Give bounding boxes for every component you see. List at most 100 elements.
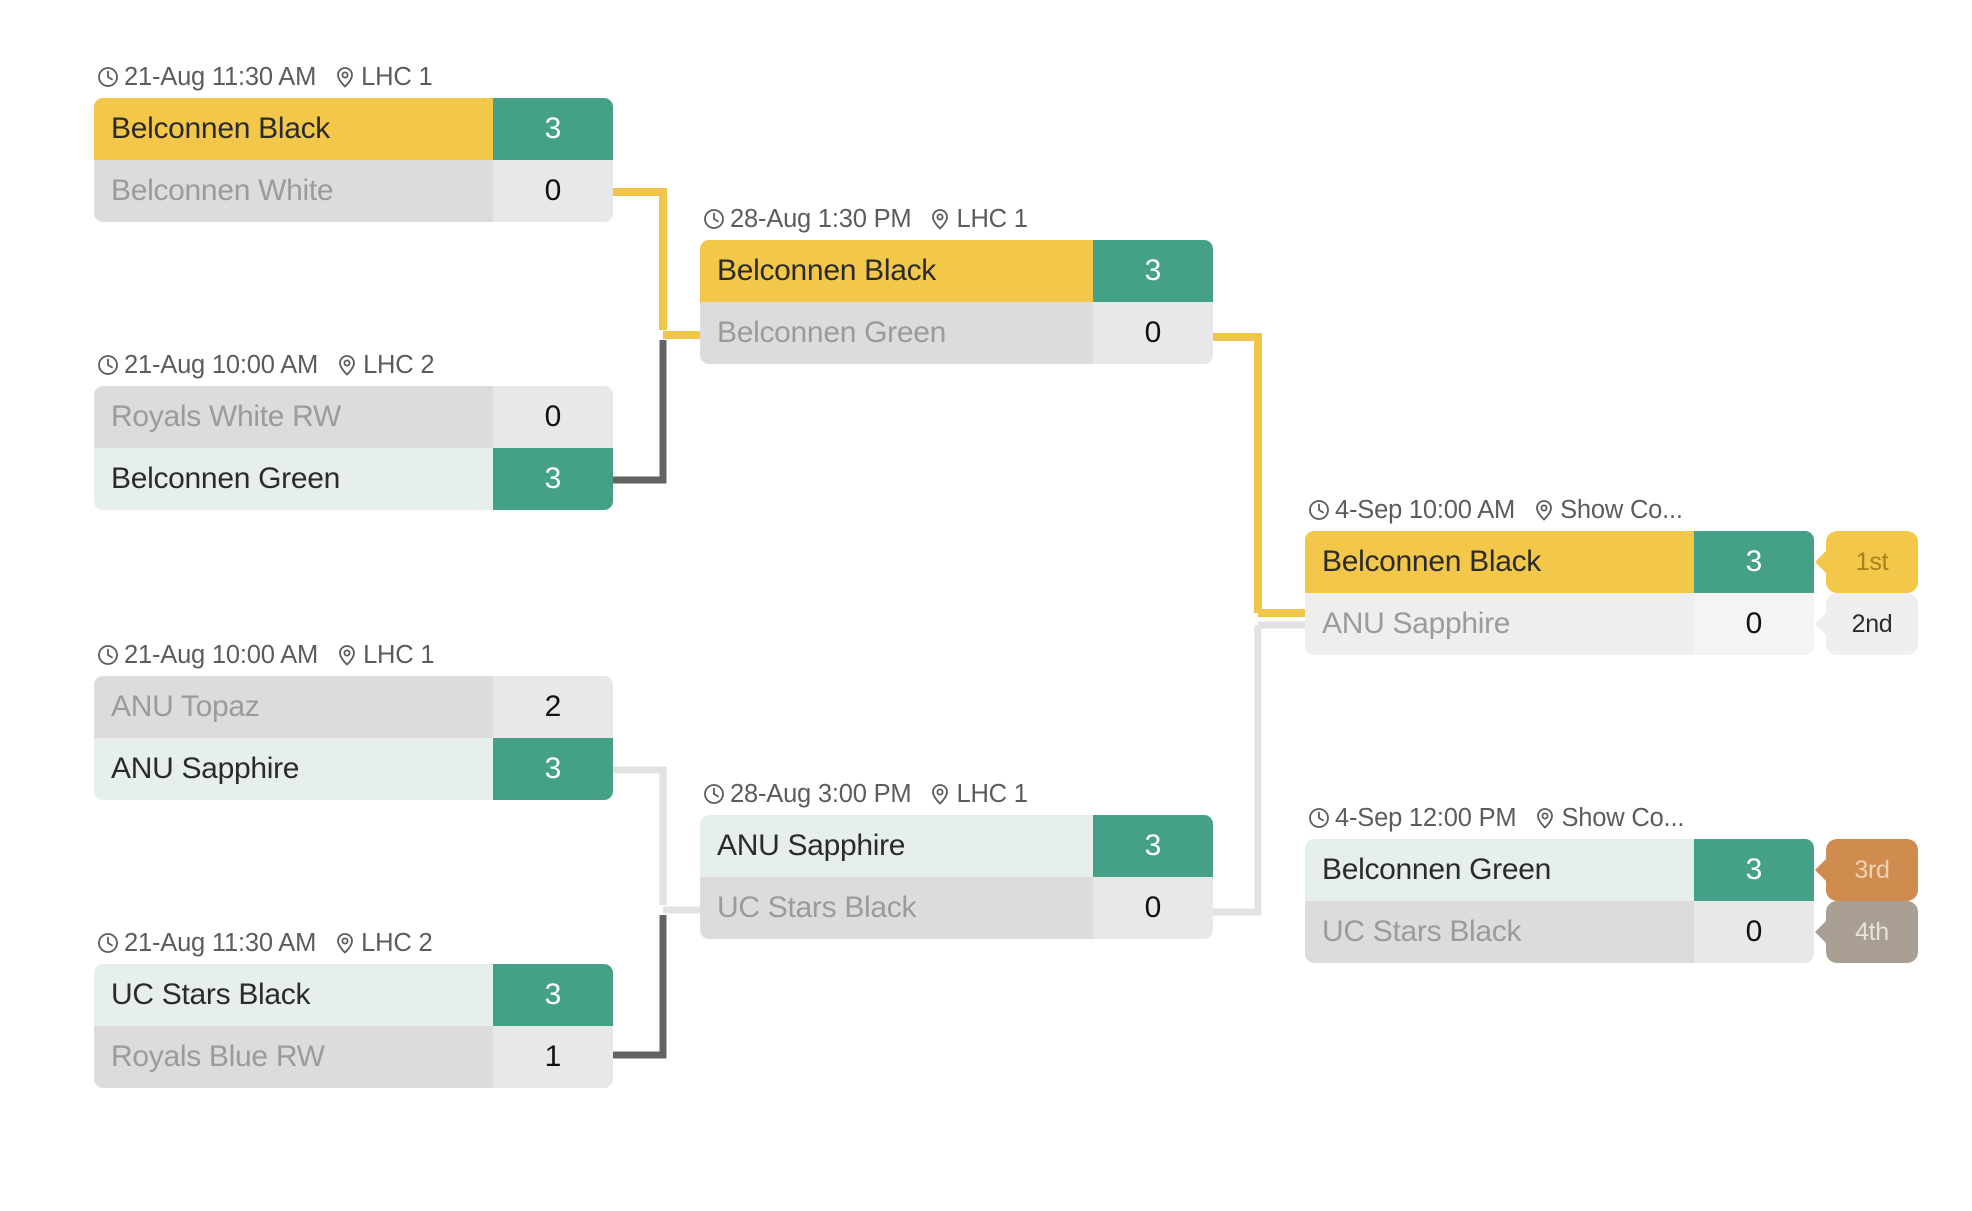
match-rows: ANU Sapphire 3 UC Stars Black 0 bbox=[700, 815, 1213, 939]
team-name: UC Stars Black bbox=[700, 877, 1093, 939]
match-row[interactable]: Royals White RW 0 bbox=[94, 386, 613, 448]
team-score: 0 bbox=[493, 386, 613, 448]
match-card-r2m1[interactable]: 28-Aug 1:30 PM LHC 1 Belconnen Black 3 B… bbox=[700, 204, 1213, 364]
team-score: 3 bbox=[1694, 531, 1814, 593]
match-card-r1m3[interactable]: 21-Aug 10:00 AM LHC 1 ANU Topaz 2 ANU Sa… bbox=[94, 640, 613, 800]
match-venue-group: LHC 1 bbox=[333, 62, 433, 92]
team-score: 3 bbox=[493, 448, 613, 510]
match-venue-group: LHC 1 bbox=[928, 780, 1028, 809]
team-score: 3 bbox=[1093, 240, 1213, 302]
place-badge-label: 3rd bbox=[1854, 855, 1890, 884]
match-row[interactable]: Royals Blue RW 1 bbox=[94, 1026, 613, 1088]
clock-icon bbox=[96, 643, 120, 667]
match-row[interactable]: Belconnen Black 3 bbox=[700, 240, 1213, 302]
match-datetime: 21-Aug 10:00 AM bbox=[124, 350, 319, 379]
team-name: Royals White RW bbox=[94, 386, 493, 448]
match-row[interactable]: Belconnen Green 0 bbox=[700, 302, 1213, 364]
team-name: UC Stars Black bbox=[1305, 901, 1694, 963]
match-venue: LHC 2 bbox=[363, 350, 435, 379]
location-pin-icon bbox=[1533, 806, 1557, 830]
team-score: 3 bbox=[493, 738, 613, 800]
match-venue: LHC 2 bbox=[361, 928, 433, 957]
match-venue: LHC 1 bbox=[956, 204, 1028, 233]
match-rows: UC Stars Black 3 Royals Blue RW 1 bbox=[94, 964, 613, 1088]
match-card-final[interactable]: 4-Sep 10:00 AM Show Co... Belconnen Blac… bbox=[1305, 495, 1918, 655]
team-score: 2 bbox=[493, 676, 613, 738]
team-name: ANU Sapphire bbox=[94, 738, 493, 800]
match-venue-group: LHC 2 bbox=[335, 350, 435, 380]
match-meta: 28-Aug 3:00 PM LHC 1 bbox=[700, 779, 1213, 809]
location-pin-icon bbox=[928, 782, 952, 806]
match-venue-group: LHC 1 bbox=[335, 641, 435, 670]
location-pin-icon bbox=[333, 65, 357, 89]
match-venue: LHC 1 bbox=[361, 62, 433, 91]
team-name: ANU Sapphire bbox=[1305, 593, 1694, 655]
team-score: 3 bbox=[1093, 815, 1213, 877]
match-row[interactable]: Belconnen Black 3 bbox=[94, 98, 613, 160]
match-datetime: 21-Aug 11:30 AM bbox=[124, 928, 317, 957]
match-time-group: 4-Sep 10:00 AM bbox=[1307, 496, 1515, 525]
team-name: Belconnen Green bbox=[700, 302, 1093, 364]
team-score: 3 bbox=[493, 98, 613, 160]
match-row[interactable]: Belconnen Green 3 bbox=[94, 448, 613, 510]
location-pin-icon bbox=[1532, 498, 1556, 522]
place-badge-label: 2nd bbox=[1851, 609, 1893, 638]
clock-icon bbox=[702, 207, 726, 231]
match-time-group: 21-Aug 11:30 AM bbox=[96, 63, 316, 92]
match-meta: 21-Aug 10:00 AM LHC 2 bbox=[94, 350, 613, 380]
match-row[interactable]: Belconnen Black 3 1st bbox=[1305, 531, 1918, 593]
team-name: ANU Sapphire bbox=[700, 815, 1093, 877]
place-badge-label: 1st bbox=[1855, 547, 1889, 576]
match-meta: 21-Aug 11:30 AM LHC 1 bbox=[94, 62, 613, 92]
match-rows: ANU Topaz 2 ANU Sapphire 3 bbox=[94, 676, 613, 800]
match-datetime: 21-Aug 11:30 AM bbox=[124, 62, 317, 91]
match-row[interactable]: ANU Sapphire 0 2nd bbox=[1305, 593, 1918, 655]
team-name: Belconnen Black bbox=[1305, 531, 1694, 593]
match-meta: 21-Aug 10:00 AM LHC 1 bbox=[94, 640, 613, 670]
match-row[interactable]: Belconnen White 0 bbox=[94, 160, 613, 222]
match-time-group: 21-Aug 11:30 AM bbox=[96, 929, 316, 958]
match-row[interactable]: ANU Topaz 2 bbox=[94, 676, 613, 738]
team-score: 0 bbox=[1694, 593, 1814, 655]
place-badge-1st: 1st bbox=[1826, 531, 1918, 593]
match-time-group: 28-Aug 3:00 PM bbox=[702, 780, 912, 809]
clock-icon bbox=[1307, 806, 1331, 830]
match-meta: 4-Sep 12:00 PM Show Co... bbox=[1305, 803, 1814, 833]
match-datetime: 4-Sep 12:00 PM bbox=[1335, 803, 1517, 832]
match-card-r1m2[interactable]: 21-Aug 10:00 AM LHC 2 Royals White RW 0 … bbox=[94, 350, 613, 510]
team-score: 3 bbox=[493, 964, 613, 1026]
match-row[interactable]: UC Stars Black 0 4th bbox=[1305, 901, 1918, 963]
match-row[interactable]: Belconnen Green 3 3rd bbox=[1305, 839, 1918, 901]
match-venue-group: LHC 2 bbox=[333, 928, 433, 958]
team-name: UC Stars Black bbox=[94, 964, 493, 1026]
match-row[interactable]: UC Stars Black 3 bbox=[94, 964, 613, 1026]
match-card-r2m2[interactable]: 28-Aug 3:00 PM LHC 1 ANU Sapphire 3 UC S… bbox=[700, 779, 1213, 939]
match-card-r1m4[interactable]: 21-Aug 11:30 AM LHC 2 UC Stars Black 3 R… bbox=[94, 928, 613, 1088]
match-time-group: 21-Aug 10:00 AM bbox=[96, 351, 318, 380]
match-datetime: 28-Aug 1:30 PM bbox=[730, 204, 912, 233]
location-pin-icon bbox=[333, 931, 357, 955]
place-badge-3rd: 3rd bbox=[1826, 839, 1918, 901]
match-rows: Belconnen Black 3 Belconnen Green 0 bbox=[700, 240, 1213, 364]
match-card-third-place[interactable]: 4-Sep 12:00 PM Show Co... Belconnen Gree… bbox=[1305, 803, 1918, 963]
match-row[interactable]: UC Stars Black 0 bbox=[700, 877, 1213, 939]
team-name: Belconnen White bbox=[94, 160, 493, 222]
clock-icon bbox=[96, 931, 120, 955]
match-meta: 21-Aug 11:30 AM LHC 2 bbox=[94, 928, 613, 958]
match-rows: Belconnen Green 3 3rd UC Stars Black 0 4… bbox=[1305, 839, 1918, 963]
match-meta: 4-Sep 10:00 AM Show Co... bbox=[1305, 495, 1814, 525]
team-name: Belconnen Green bbox=[1305, 839, 1694, 901]
match-venue-group: LHC 1 bbox=[928, 204, 1028, 234]
match-row[interactable]: ANU Sapphire 3 bbox=[94, 738, 613, 800]
location-pin-icon bbox=[928, 207, 952, 231]
place-badge-label: 4th bbox=[1855, 917, 1889, 946]
team-score: 1 bbox=[493, 1026, 613, 1088]
team-name: Belconnen Green bbox=[94, 448, 493, 510]
match-row[interactable]: ANU Sapphire 3 bbox=[700, 815, 1213, 877]
place-badge-2nd: 2nd bbox=[1826, 593, 1918, 655]
location-pin-icon bbox=[335, 643, 359, 667]
team-score: 0 bbox=[1093, 877, 1213, 939]
match-card-r1m1[interactable]: 21-Aug 11:30 AM LHC 1 Belconnen Black 3 … bbox=[94, 62, 613, 222]
match-time-group: 21-Aug 10:00 AM bbox=[96, 641, 318, 670]
team-score: 3 bbox=[1694, 839, 1814, 901]
